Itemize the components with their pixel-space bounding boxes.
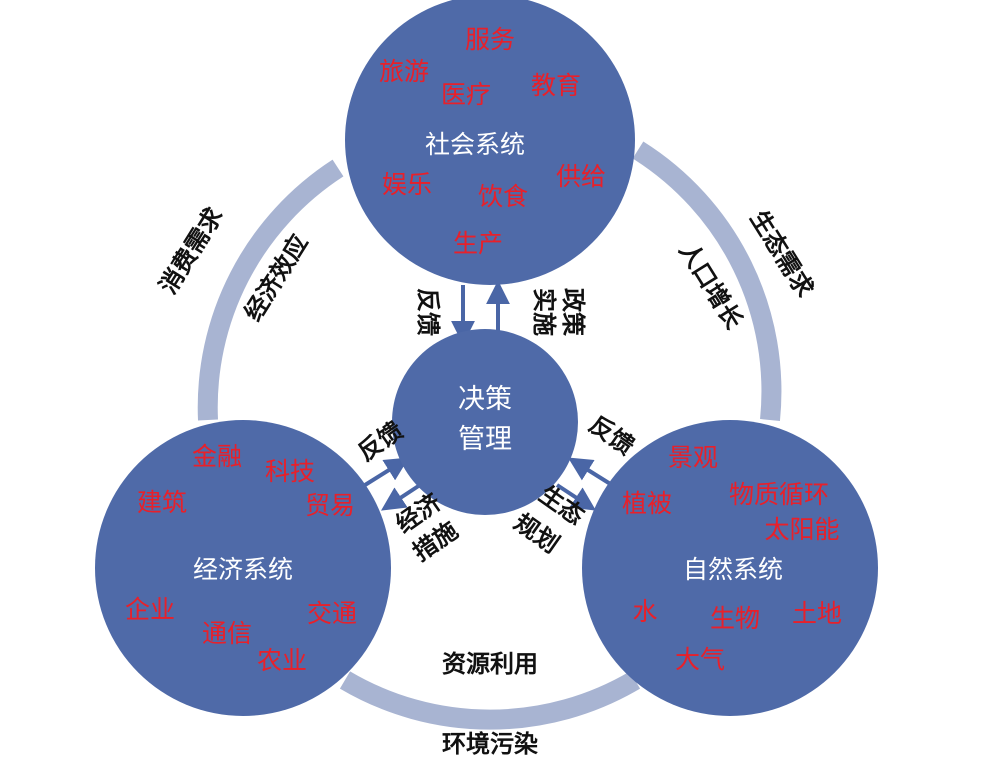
social-item: 医疗 bbox=[441, 80, 491, 109]
arrow-center-to-econ bbox=[380, 483, 422, 511]
economic-item: 科技 bbox=[265, 457, 315, 486]
social-policy-label-1: 政策 bbox=[559, 288, 587, 337]
arrow-center-to-nature bbox=[555, 483, 597, 511]
natural-item: 水 bbox=[632, 597, 657, 626]
decision-center-line1: 决策 bbox=[458, 384, 512, 415]
social-feedback-label: 反馈 bbox=[414, 288, 442, 336]
decision-center: 决策 管理 bbox=[392, 329, 578, 515]
arrow-econ-to-center bbox=[363, 457, 410, 487]
social-item: 教育 bbox=[531, 71, 581, 100]
social-item: 服务 bbox=[465, 25, 515, 54]
social-system-title: 社会系统 bbox=[425, 130, 525, 159]
natural-item: 大气 bbox=[675, 645, 725, 674]
outer-ring bbox=[197, 141, 782, 730]
natural-item: 土地 bbox=[792, 599, 842, 628]
arrow-nature-to-center bbox=[567, 457, 614, 487]
decision-center-line2: 管理 bbox=[458, 424, 512, 455]
social-system: 社会系统 服务 旅游 医疗 教育 娱乐 饮食 供给 生产 bbox=[345, 0, 635, 285]
natural-item: 物质循环 bbox=[729, 480, 829, 509]
social-system-circle bbox=[345, 0, 635, 285]
consumption-demand-label: 消费需求 bbox=[154, 203, 229, 299]
nature-feedback-label: 反馈 bbox=[584, 410, 639, 460]
economic-system: 经济系统 金融 科技 建筑 贸易 企业 交通 通信 农业 bbox=[95, 420, 391, 716]
economic-item: 金融 bbox=[192, 442, 242, 471]
economic-system-circle bbox=[95, 420, 391, 716]
economic-item: 企业 bbox=[125, 595, 175, 624]
social-policy-label-2: 实施 bbox=[530, 288, 558, 336]
ring-arc-bottom bbox=[339, 671, 641, 730]
resource-use-label: 资源利用 bbox=[442, 650, 538, 678]
natural-system-title: 自然系统 bbox=[683, 555, 783, 584]
environmental-pollution-label: 环境污染 bbox=[442, 730, 538, 758]
ring-arc-right bbox=[632, 141, 782, 421]
natural-system: 自然系统 景观 植被 物质循环 太阳能 水 生物 土地 大气 bbox=[582, 420, 878, 716]
economic-item: 交通 bbox=[307, 599, 357, 628]
natural-item: 景观 bbox=[668, 443, 718, 472]
social-item: 娱乐 bbox=[382, 170, 432, 199]
social-item: 生产 bbox=[453, 229, 503, 258]
economic-system-title: 经济系统 bbox=[193, 555, 293, 584]
social-item: 供给 bbox=[556, 162, 606, 191]
natural-item: 植被 bbox=[622, 489, 672, 518]
social-item: 旅游 bbox=[379, 57, 429, 86]
economic-item: 贸易 bbox=[305, 491, 355, 520]
natural-system-circle bbox=[582, 420, 878, 716]
social-item: 饮食 bbox=[478, 182, 528, 211]
economic-item: 通信 bbox=[202, 619, 252, 648]
decision-center-circle bbox=[392, 329, 578, 515]
economic-item: 建筑 bbox=[137, 488, 187, 517]
natural-item: 太阳能 bbox=[764, 515, 839, 544]
ring-arc-left bbox=[197, 159, 344, 421]
economic-item: 农业 bbox=[257, 646, 307, 675]
natural-item: 生物 bbox=[710, 604, 760, 633]
